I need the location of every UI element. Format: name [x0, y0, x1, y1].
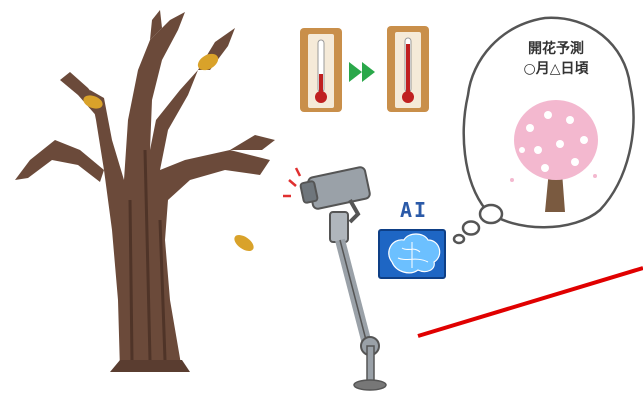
camera-icon	[283, 166, 387, 391]
thermometer-high-icon	[387, 26, 429, 112]
ai-label: AI	[399, 198, 429, 222]
forward-arrows-icon	[349, 62, 375, 82]
bare-tree-icon	[15, 10, 275, 372]
bubble-forecast-title: 開花予測	[528, 41, 584, 57]
thermometer-low-icon	[300, 28, 342, 112]
brain-icon	[378, 229, 446, 279]
red-line	[417, 266, 643, 338]
bubble-forecast-date: ○月△日頃	[523, 61, 589, 77]
cherry-blossom-tree-icon	[510, 100, 598, 212]
